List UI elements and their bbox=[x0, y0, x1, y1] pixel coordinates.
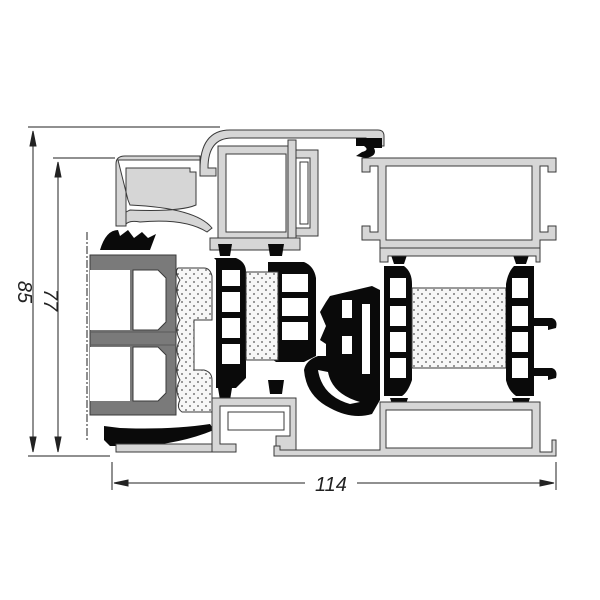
frame-thermal-break-right bbox=[506, 252, 557, 410]
frame-insulation-core bbox=[411, 287, 507, 369]
sash-lower-chamber bbox=[115, 397, 297, 453]
sash-thermal-break bbox=[214, 244, 316, 400]
dimension-inner-height bbox=[53, 157, 115, 453]
outer-frame-lower-chamber bbox=[273, 247, 557, 457]
insulating-glass-unit bbox=[89, 254, 177, 416]
dimension-label-114: 114 bbox=[315, 474, 347, 496]
glazing-gasket-top bbox=[100, 230, 156, 250]
dimension-label-85: 85 bbox=[13, 281, 35, 304]
sash-insulation-core bbox=[245, 271, 279, 361]
sash-frame-profile bbox=[199, 129, 385, 251]
frame-top-gasket bbox=[356, 138, 382, 158]
dimension-label-77: 77 bbox=[39, 289, 61, 312]
centre-seal-gasket bbox=[304, 286, 380, 416]
glazing-bead-profile bbox=[115, 155, 213, 233]
foam-insulation-strip bbox=[175, 267, 213, 413]
outer-frame-upper-chamber bbox=[361, 157, 557, 249]
glazing-gasket-bottom bbox=[104, 424, 214, 446]
dimension-overall-height bbox=[28, 126, 220, 457]
frame-thermal-break-left bbox=[384, 252, 412, 410]
